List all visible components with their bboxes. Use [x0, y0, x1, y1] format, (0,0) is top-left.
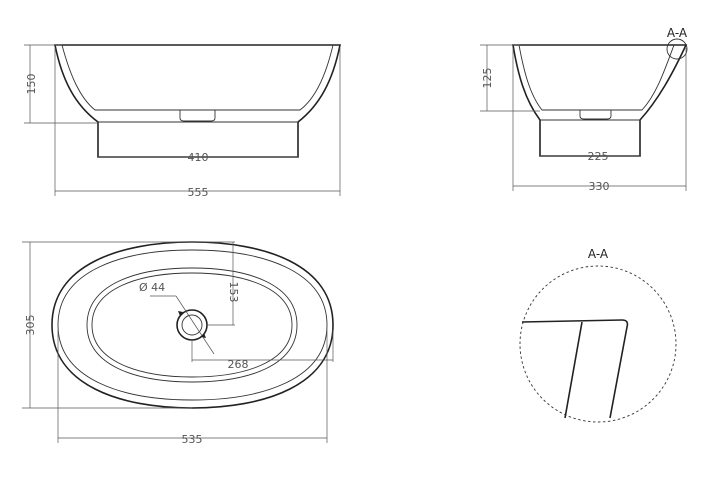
top-total-width-label: 535: [182, 433, 203, 446]
front-basin-outline: [54, 44, 341, 158]
detail-view: A-A: [519, 247, 677, 423]
front-base-width-label: 410: [188, 151, 209, 164]
detail-circle: [519, 265, 677, 423]
side-total-width-label: 330: [589, 180, 610, 193]
detail-wall-profile: [564, 321, 583, 419]
section-marker-circle: [666, 38, 688, 60]
side-base-width-label: 225: [588, 150, 609, 163]
drain-offset-x-label: 268: [228, 358, 249, 371]
top-rim-line: [57, 249, 328, 401]
side-height-label: 125: [481, 68, 494, 89]
front-inner-bowl: [61, 44, 334, 111]
front-view: 150 410 555: [24, 44, 341, 199]
detail-rim-profile: [521, 319, 629, 419]
front-height-label: 150: [25, 74, 38, 95]
detail-title: A-A: [588, 247, 609, 261]
side-drain: [579, 110, 612, 120]
drain-inner-ring: [181, 314, 203, 336]
drain-diameter-label: Ø 44: [139, 281, 165, 294]
top-depth-label: 305: [24, 315, 37, 336]
front-total-width-label: 555: [188, 186, 209, 199]
top-inner-bowl-edge: [91, 272, 293, 378]
side-inner-bowl: [518, 44, 675, 111]
side-view: A-A 125 225 330: [480, 26, 688, 193]
front-drain: [179, 110, 216, 122]
section-marker-label: A-A: [667, 26, 688, 40]
top-view: Ø 44 153 268 305 535: [22, 241, 334, 446]
top-inner-bowl: [86, 267, 298, 383]
side-basin-outline: [512, 44, 688, 157]
top-outer-rim: [51, 241, 334, 409]
drain-offset-y-label: 153: [227, 282, 240, 303]
